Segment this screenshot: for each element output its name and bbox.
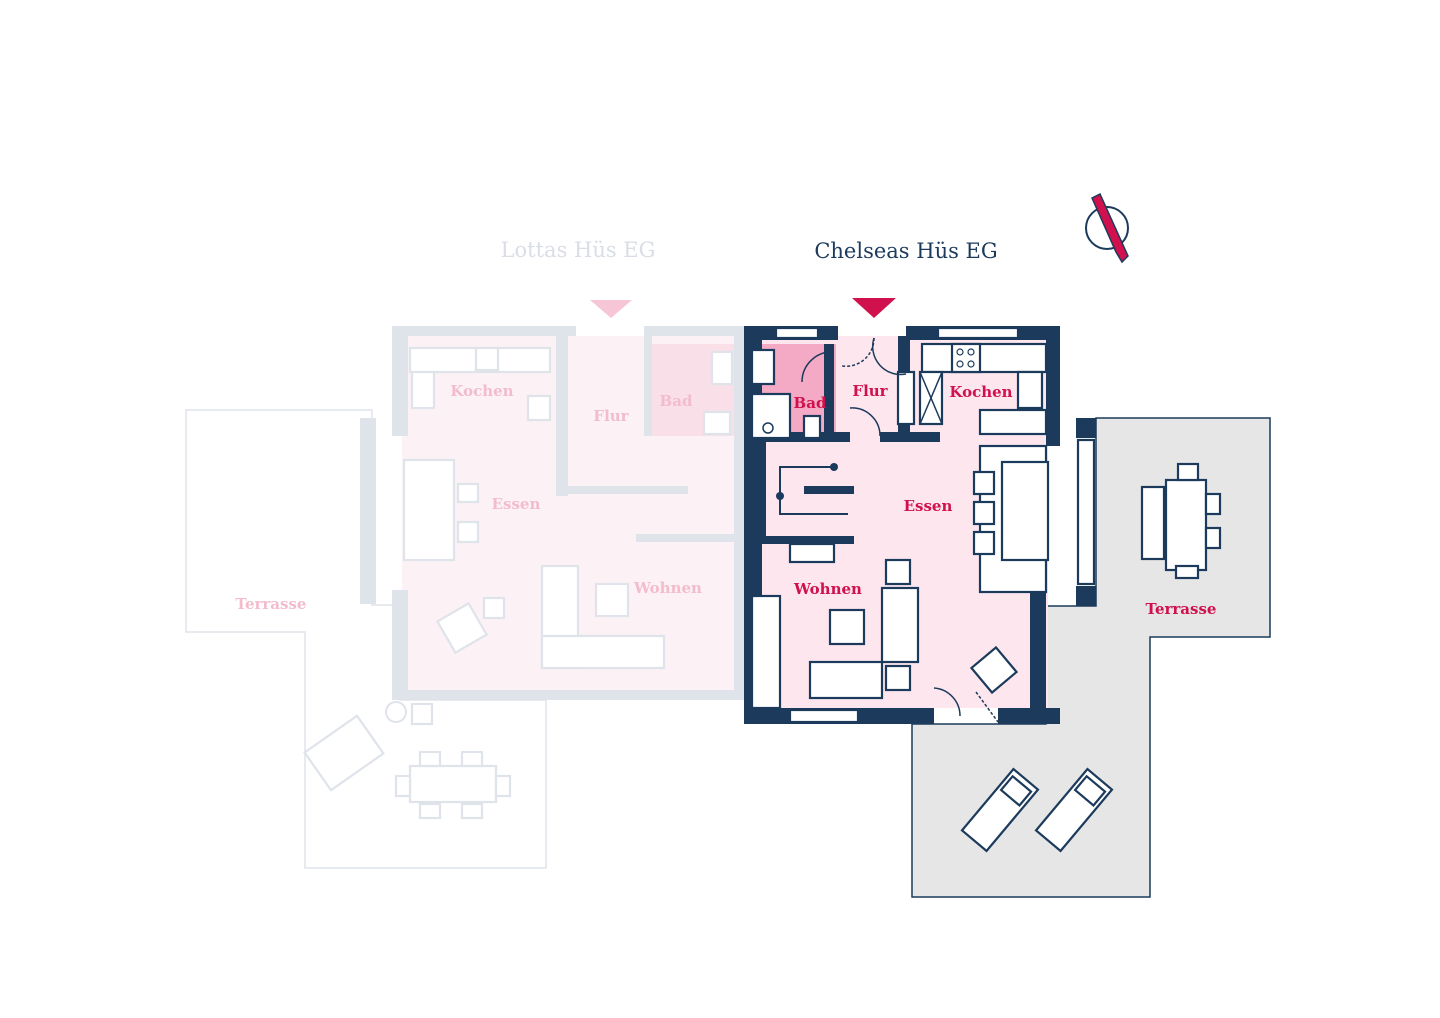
left-plan: Lottas Hüs EG Kochen Flur Bad Essen Wohn…	[185, 238, 744, 869]
entrance-triangle-icon	[852, 298, 896, 318]
label-essen: Essen	[904, 497, 953, 515]
label-terrasse: Terrasse	[1146, 600, 1217, 618]
left-label-bad: Bad	[660, 392, 693, 410]
right-plan-title: Chelseas Hüs EG	[814, 239, 997, 263]
left-label-wohnen: Wohnen	[633, 579, 702, 597]
left-label-essen: Essen	[492, 495, 541, 513]
left-plan-title: Lottas Hüs EG	[501, 238, 656, 262]
left-label-kochen: Kochen	[450, 382, 513, 400]
right-plan: Chelseas Hüs EG Bad Flur Kochen Essen Wo…	[744, 192, 1271, 898]
label-bad: Bad	[794, 394, 827, 412]
label-wohnen: Wohnen	[793, 580, 862, 598]
left-label-flur: Flur	[593, 407, 629, 425]
label-kochen: Kochen	[949, 383, 1012, 401]
left-walls	[360, 326, 744, 700]
north-arrow-icon	[1085, 192, 1129, 264]
label-flur: Flur	[852, 382, 888, 400]
left-label-terrasse: Terrasse	[236, 595, 307, 613]
left-entrance-triangle-icon	[590, 300, 632, 318]
